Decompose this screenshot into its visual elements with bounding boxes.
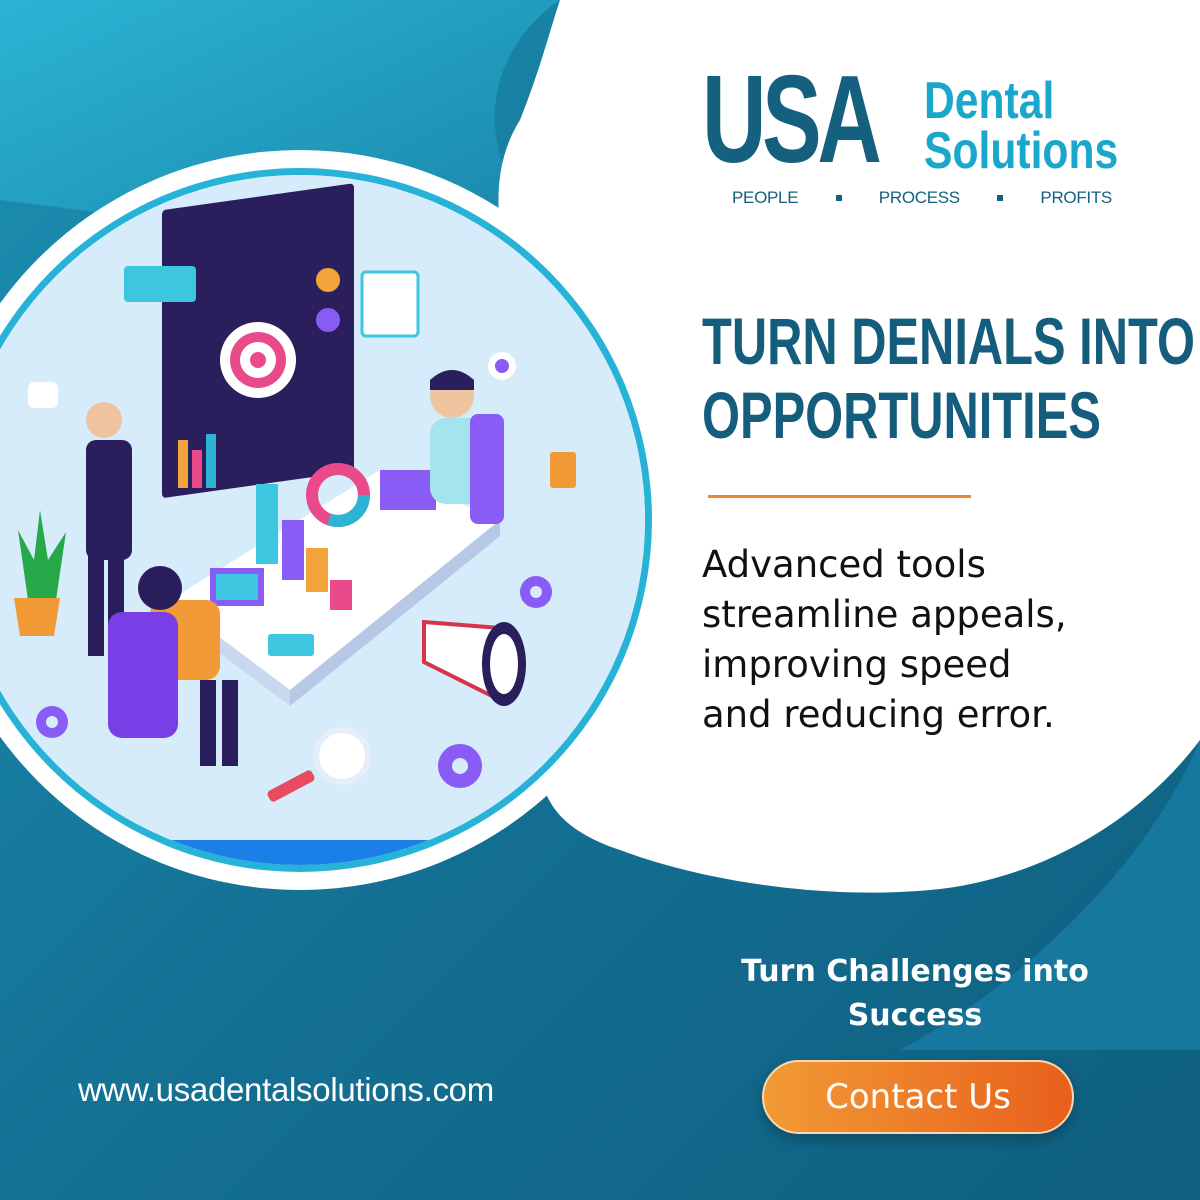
- bar-3d: [256, 484, 278, 564]
- chat-bubble-icon: [28, 382, 58, 408]
- body-copy: Advanced tools streamline appeals, impro…: [702, 540, 1142, 740]
- phone-icon: [268, 634, 314, 656]
- cta-line-1: Turn Challenges into: [741, 954, 1089, 989]
- magnifier-icon: [313, 727, 371, 785]
- accent-divider: [708, 495, 971, 498]
- laptop-back: [380, 470, 436, 510]
- headline: TURN DENIALS INTO OPPORTUNITIES: [702, 304, 1195, 452]
- tagline-separator: [835, 195, 842, 201]
- brand-logo: USA Dental Solutions PEOPLE PROCESS PROF…: [702, 58, 1142, 216]
- floating-card: [124, 266, 196, 302]
- contact-us-button[interactable]: Contact Us: [762, 1060, 1074, 1134]
- tagline-separator: [997, 195, 1004, 201]
- body-line-1: Advanced tools: [702, 543, 986, 586]
- tagline-people: PEOPLE: [732, 188, 799, 207]
- white-content-panel: [498, 0, 1200, 893]
- standing-man: [86, 440, 132, 560]
- brand-tagline: PEOPLE PROCESS PROFITS: [732, 188, 1112, 208]
- report-icon: [550, 452, 576, 488]
- plant: [18, 510, 66, 600]
- body-line-4: and reducing error.: [702, 693, 1055, 736]
- tagline-process: PROCESS: [878, 188, 960, 207]
- bar-card: [360, 270, 420, 338]
- right-arc: [900, 740, 1200, 1050]
- cta-heading: Turn Challenges into Success: [700, 950, 1130, 1038]
- headline-line-2: OPPORTUNITIES: [702, 378, 1101, 452]
- cta-line-2: Success: [847, 998, 983, 1033]
- body-line-2: streamline appeals,: [702, 593, 1067, 636]
- headline-line-1: TURN DENIALS INTO: [702, 304, 1195, 378]
- logo-solutions: Solutions: [924, 122, 1119, 180]
- logo-subtitle: Dental Solutions: [924, 72, 1119, 180]
- pie-icon: [316, 268, 340, 292]
- website-link[interactable]: www.usadentalsolutions.com: [78, 1071, 494, 1108]
- tagline-profits: PROFITS: [1040, 188, 1112, 207]
- logo-usa: USA: [702, 51, 882, 189]
- body-line-3: improving speed: [702, 643, 1012, 686]
- logo-dental: Dental: [924, 72, 1055, 130]
